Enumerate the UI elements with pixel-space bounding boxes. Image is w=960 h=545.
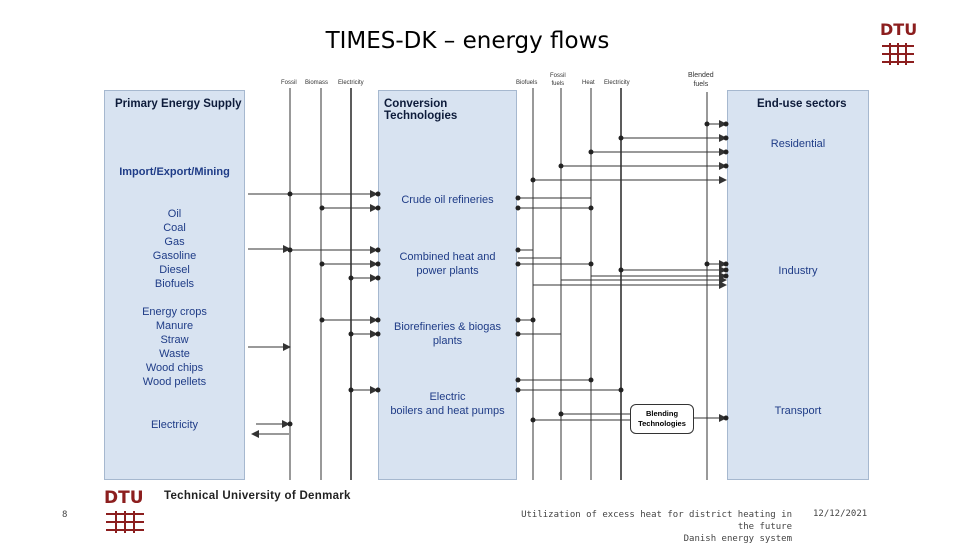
primary-energy-box: Primary Energy Supply <box>104 90 245 480</box>
industry-label: Industry <box>778 265 818 277</box>
electric-boilers-label: Electric boilers and heat pumps <box>390 391 505 417</box>
dtu-logo-top: DTU <box>878 20 918 68</box>
chp-label: Combined heat and power plants <box>399 251 496 277</box>
carrier-heat: Heat <box>582 80 595 86</box>
residential-label: Residential <box>770 138 826 150</box>
dtu-logo-footer-mark <box>106 511 144 533</box>
university-name: Technical University of Denmark <box>164 490 351 502</box>
enduse-header: End-use sectors <box>757 98 847 110</box>
biorefineries-label: Biorefineries & biogas plants <box>393 321 501 347</box>
transport-label: Transport <box>774 405 822 417</box>
refineries-label: Crude oil refineries <box>401 194 494 206</box>
dtu-logo-footer-text: DTU <box>104 488 144 508</box>
carrier-fossil-fuels: Fossil fuels <box>550 73 566 87</box>
carrier-electricity-right: Electricity <box>604 80 630 86</box>
conversion-header: Conversion Technologies <box>384 98 458 122</box>
conversion-box: Conversion Technologies <box>378 90 517 480</box>
carrier-biofuels: Biofuels <box>516 80 538 86</box>
import-export-label: Import/Export/Mining <box>119 166 230 178</box>
carrier-biomass: Biomass <box>305 80 329 86</box>
carrier-fossil: Fossil <box>281 80 297 86</box>
fuel-list: Oil Coal Gas Gasoline Diesel Biofuels <box>152 208 197 290</box>
primary-energy-header: Primary Energy Supply <box>115 98 242 110</box>
slide-date: 12/12/2021 <box>813 509 868 519</box>
footer-note: Utilization of excess heat for district … <box>521 510 792 544</box>
slide-title: TIMES-DK – energy flows <box>325 28 610 54</box>
blending-technologies-node: Blending Technologies <box>630 404 694 434</box>
enduse-box: End-use sectors <box>727 90 869 480</box>
carrier-electricity-left: Electricity <box>338 80 364 86</box>
dtu-logo-top-mark <box>882 43 914 65</box>
dtu-logo-footer: DTU <box>104 488 148 538</box>
biomass-list: Energy crops Manure Straw Waste Wood chi… <box>142 306 207 388</box>
page-number: 8 <box>62 510 68 520</box>
carrier-blended-fuels: Blended fuels <box>688 72 714 88</box>
primary-electricity-label: Electricity <box>150 419 199 431</box>
dtu-logo-top-text: DTU <box>880 20 918 39</box>
